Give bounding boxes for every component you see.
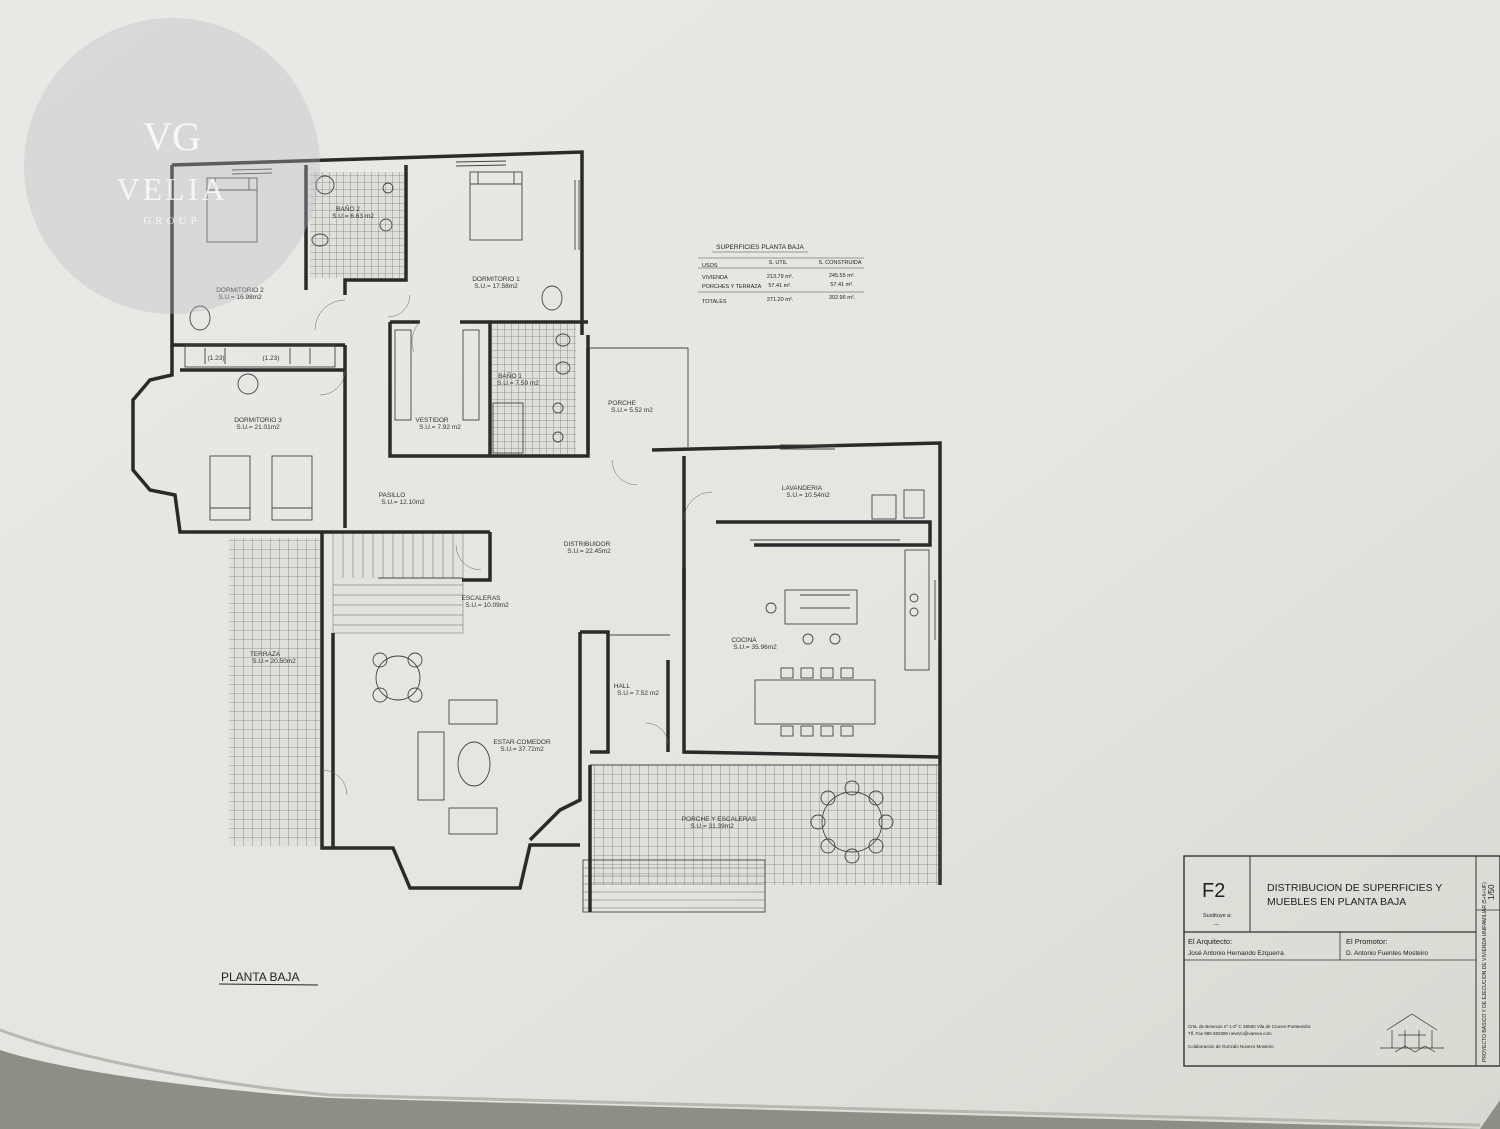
surfaces-row1-use: VIVIENDA [702,275,728,281]
label-distribuidor-area: S.U.= 22.45m2 [567,548,611,555]
bano2-tiles [310,172,406,278]
surfaces-header-construida: S. CONSTRUIDA [818,260,861,266]
label-dorm1-area: S.U.= 17.58m2 [474,283,518,290]
surfaces-table: SUPERFICIES PLANTA BAJA USOS S. UTIL S. … [698,244,864,305]
label-porche-esc-name: PORCHE Y ESCALERAS [682,816,757,823]
label-lavanderia-name: LAVANDERIA [782,485,823,492]
substitutes-label: Sustituye a: [1203,913,1232,919]
label-lavanderia-area: S.U.= 10.54m2 [786,492,830,499]
project-vertical: PROYECTO BASICO Y DE EJECUCION DE VIVIEN… [1482,882,1488,1062]
drawing-title-line1: DISTRIBUCION DE SUPERFICIES Y [1267,882,1442,894]
label-escaleras-area: S.U.= 10.09m2 [465,602,509,609]
watermark-brand: VELIA [117,171,228,207]
stairs [332,532,464,634]
label-bano2-area: S.U.= 6.63 m2 [332,213,374,220]
label-estar-area: S.U.= 37.72m2 [500,746,544,753]
velia-watermark: VG VELIA GROUP [24,18,320,314]
label-estar-name: ESTAR-COMEDOR [493,739,551,746]
drawing-title-line2: MUEBLES EN PLANTA BAJA [1267,896,1406,908]
label-pasillo-area: S.U.= 12.10m2 [381,499,425,506]
label-hall-name: HALL [614,683,631,690]
architect-label: El Arquitecto: [1188,937,1232,946]
windows [231,160,940,640]
label-pasillo-name: PASILLO [379,492,406,499]
label-distribuidor-name: DISTRIBUIDOR [564,541,611,548]
label-dorm3-area: S.U.= 21.01m2 [236,424,280,431]
front-steps [582,859,766,913]
porche-escaleras-tiles [593,765,938,885]
surfaces-row2-construida: 57.41 m². [830,282,854,288]
bano1-tiles [492,323,576,455]
surfaces-table-title: SUPERFICIES PLANTA BAJA [716,244,804,251]
label-vestidor-name: VESTIDOR [415,417,449,424]
label-escaleras-name: ESCALERAS [461,595,501,602]
substitutes-value: --- [1214,922,1220,928]
title-block: F2 Sustituye a: --- DISTRIBUCION DE SUPE… [1183,855,1500,1067]
surfaces-row1-construida: 245.55 m². [829,273,856,279]
walls [131,150,942,912]
label-porche-area: S.U.= 5.52 m2 [611,407,653,414]
surfaces-totals-util: 271.20 m². [767,297,794,303]
surfaces-header-usos: USOS [702,263,718,269]
floor-plan: DORMITORIO 2 S.U.= 16.98m2 BAÑO 2 S.U.= … [131,150,942,913]
label-bano1-name: BAÑO 1 [498,371,522,380]
label-bano1-area: S.U.= 7.59 m2 [497,380,539,387]
address-line: Crta. de Besexos nº 1-2º C 36590 Vila de… [1188,1024,1311,1029]
watermark-monogram: VG [143,114,201,159]
label-cocina-area: S.U.= 35.96m2 [733,644,777,651]
architect-logo-icon [1380,1013,1444,1053]
furniture [184,171,930,864]
label-dorm1-name: DORMITORIO 1 [472,276,520,283]
surfaces-totals-construida: 302.96 m². [829,295,856,301]
surfaces-header-util: S. UTIL [769,260,788,266]
promoter-name: D. Antonio Fuentes Mosteiro [1346,950,1428,957]
label-bano2-name: BAÑO 2 [336,204,360,213]
watermark-sub: GROUP [143,215,200,227]
label-vestidor-area: S.U.= 7.92 m2 [419,424,461,431]
architect-name: José Antonio Hernando Ezquerra [1188,950,1284,957]
label-porche-esc-area: S.U.= 31.39m2 [690,823,734,830]
scale-value: 1/50 [1487,884,1496,900]
surfaces-row2-use: PORCHES Y TERRAZA [702,284,762,290]
door-swings [314,294,713,796]
label-porche-name: PORCHE [608,400,636,407]
paper-fold-shadow [0,1028,1481,1127]
label-dorm3-name: DORMITORIO 3 [234,417,282,424]
plan-title: PLANTA BAJA [221,970,299,984]
surfaces-totals-label: TOTALES [702,299,727,305]
collab-line: Colaboración de Gonzalo Novezo Mosteiro [1188,1044,1274,1049]
surfaces-row1-util: 213.79 m². [767,274,794,280]
label-dorm2-name: DORMITORIO 2 [216,287,264,294]
label-closet-b: (1.23) [263,355,280,362]
label-terraza-name: TERRAZA [250,651,281,658]
phone-line: Tlf. Fax 986 582390 nevezo@vareva.com [1188,1031,1272,1036]
room-labels: DORMITORIO 2 S.U.= 16.98m2 BAÑO 2 S.U.= … [208,204,831,830]
surfaces-row2-util: 57.41 m². [768,283,792,289]
sheet-code: F2 [1202,880,1225,902]
label-terraza-area: S.U.= 20.50m2 [252,658,296,665]
label-hall-area: S.U.= 7.52 m2 [617,690,659,697]
terraza-tiles [229,538,321,846]
label-closet-a: (1.23) [208,355,225,362]
label-dorm2-area: S.U.= 16.98m2 [218,294,262,301]
label-cocina-name: COCINA [731,637,757,644]
promoter-label: El Promotor: [1346,937,1388,946]
